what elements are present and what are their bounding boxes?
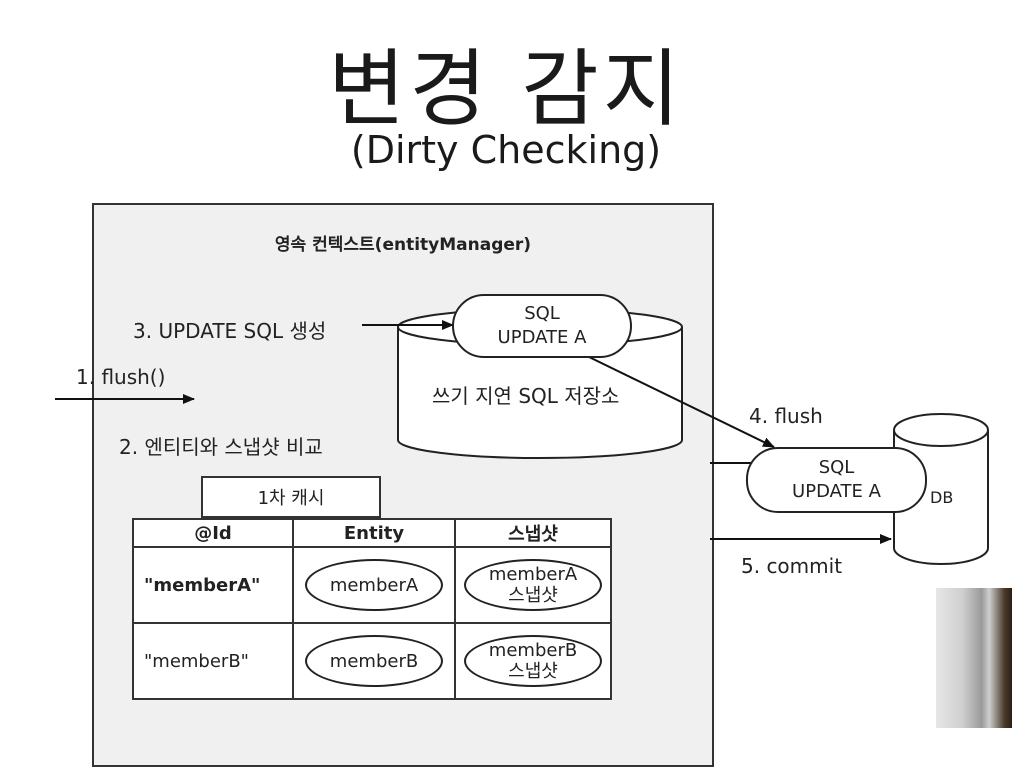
- first-level-cache-tab: 1차 캐시: [201, 476, 381, 518]
- step-flush-in-label: 1. flush(): [76, 365, 166, 389]
- table-row: "memberA" memberA memberA 스냅샷: [132, 546, 612, 624]
- table-row: "memberB" memberB memberB 스냅샷: [132, 622, 612, 700]
- snapshot-suffix: 스냅샷: [508, 661, 558, 682]
- step-compare-label: 2. 엔티티와 스냅샷 비교: [119, 435, 323, 459]
- step-update-sql-label: 3. UPDATE SQL 생성: [133, 319, 327, 343]
- header-snapshot: 스냅샷: [454, 518, 612, 548]
- snapshot-name: memberA: [488, 564, 578, 585]
- presenter-video-thumbnail: [936, 588, 1012, 728]
- db-sql-pill-line2: UPDATE A: [792, 481, 881, 502]
- db-sql-pill: SQL UPDATE A: [746, 447, 927, 513]
- step-flush-db-label: 4. flush: [749, 404, 823, 428]
- snapshot-suffix: 스냅샷: [508, 585, 558, 606]
- header-entity: Entity: [292, 518, 456, 548]
- snapshot-name: memberB: [488, 640, 578, 661]
- snapshot-ellipse: memberB 스냅샷: [464, 635, 602, 687]
- db-label: DB: [930, 488, 954, 507]
- flush-db-arrow: [586, 355, 775, 448]
- sql-store-pill: SQL UPDATE A: [452, 294, 632, 358]
- step-commit-label: 5. commit: [741, 554, 843, 578]
- snapshot-ellipse: memberA 스냅샷: [464, 559, 602, 611]
- page-title: 변경 감지: [328, 40, 684, 138]
- sql-store-pill-line2: UPDATE A: [497, 327, 587, 348]
- persistence-context-title: 영속 컨텍스트(entityManager): [274, 235, 532, 255]
- entity-ellipse: memberA: [305, 559, 443, 611]
- row-id: "memberA": [132, 546, 294, 624]
- page-subtitle: (Dirty Checking): [350, 128, 662, 172]
- sql-store-label: 쓰기 지연 SQL 저장소: [432, 384, 620, 408]
- db-sql-pill-line1: SQL: [818, 457, 855, 478]
- cache-header-row: @Id Entity 스냅샷: [132, 518, 612, 548]
- first-level-cache-table: @Id Entity 스냅샷 "memberA" memberA memberA…: [132, 518, 612, 700]
- entity-ellipse: memberB: [305, 635, 443, 687]
- sql-store-pill-line1: SQL: [524, 303, 560, 324]
- row-id: "memberB": [132, 622, 294, 700]
- header-id: @Id: [132, 518, 294, 548]
